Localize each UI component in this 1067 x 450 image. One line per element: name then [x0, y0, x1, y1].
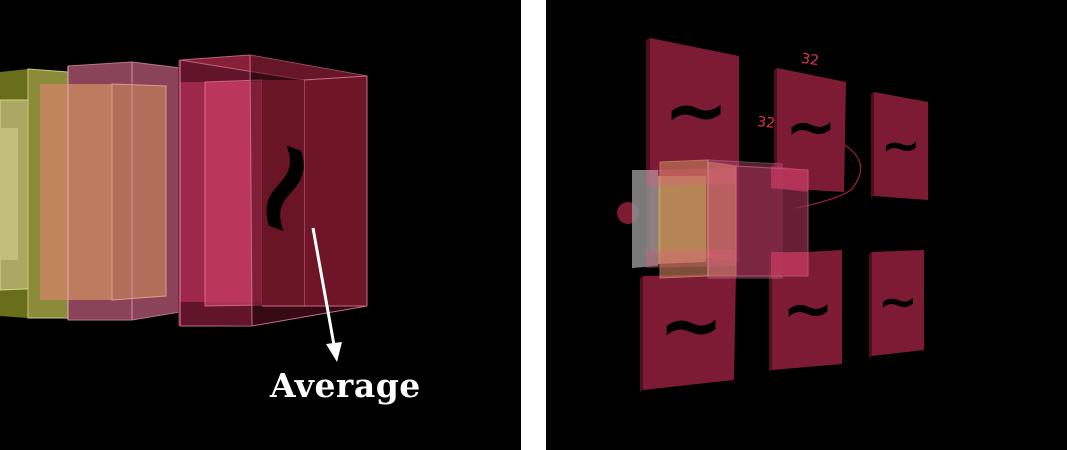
pink-layer	[178, 55, 263, 326]
feature-map-top-right: ~	[871, 92, 928, 200]
gray-layer	[632, 170, 658, 268]
feature-map-bottom-left: ~	[640, 274, 736, 392]
average-label: Average	[270, 366, 421, 405]
layer-stack-svg: ~	[0, 54, 371, 362]
mini-layer-stack	[617, 159, 809, 279]
tilde-glyph: ~	[878, 274, 918, 330]
maroon-box	[179, 54, 368, 327]
feature-map-bottom-right: ~	[869, 250, 924, 358]
left-diagram-panel: ~ Average	[0, 0, 521, 450]
tilde-glyph: ~	[663, 66, 728, 156]
orange-layer	[40, 61, 181, 321]
average-arrow	[311, 227, 342, 362]
tilde-glyph: ~	[782, 272, 834, 345]
right-diagram-panel: ~ ~ ~ ~ ~ ~	[546, 0, 1067, 450]
dimension-label-side: 32	[756, 114, 775, 132]
dimension-label-top: 32	[800, 51, 820, 69]
connector-curve	[795, 139, 862, 209]
feature-map-grid-svg: ~ ~ ~ ~ ~ ~	[617, 38, 928, 392]
tilde-glyph: ~	[785, 90, 837, 163]
tilde-glyph: ~	[658, 281, 723, 371]
tilde-glyph: ~	[881, 118, 921, 174]
feature-map-bottom-middle: ~	[769, 250, 842, 372]
feature-map-top-middle: ~	[774, 68, 846, 192]
